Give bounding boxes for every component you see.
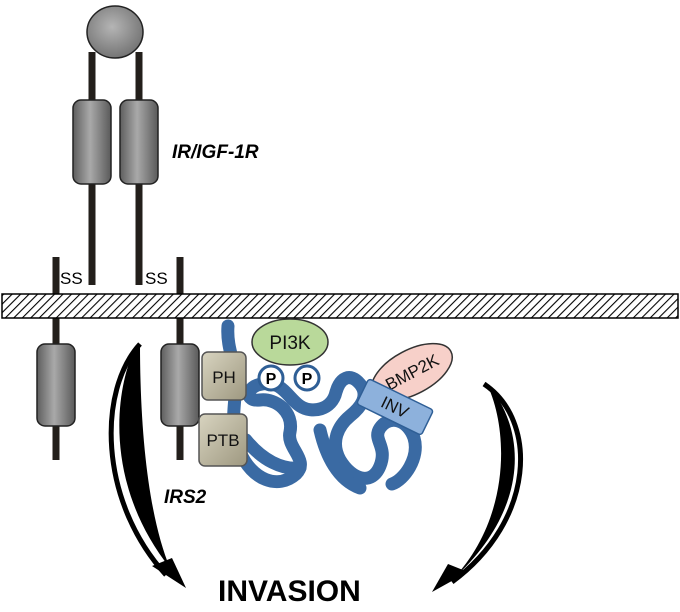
arrow-left — [108, 342, 186, 588]
receptor-domain-right — [119, 99, 159, 185]
irs2-label: IRS2 — [164, 487, 207, 508]
receptor-domain-left — [72, 99, 112, 185]
invasion-label: INVASION — [218, 575, 361, 607]
phosphate-2 — [293, 364, 321, 392]
ptb-domain — [198, 413, 248, 467]
pi3k-node — [251, 318, 329, 366]
disulfide-label-right: SS — [145, 269, 168, 288]
irs2-chain — [221, 319, 422, 495]
arrow-right — [432, 381, 523, 592]
ligand-ball — [86, 5, 144, 59]
phosphate-2-label: P — [302, 371, 313, 388]
inv-domain: INV — [356, 378, 434, 436]
ptb-label: PTB — [206, 431, 239, 450]
phosphate-1-label: P — [266, 371, 277, 388]
ph-label: PH — [212, 368, 236, 387]
disulfide-label-left: SS — [60, 269, 83, 288]
pi3k-label: PI3K — [269, 333, 311, 354]
receptor-kinase-right — [160, 343, 200, 427]
ph-domain — [201, 351, 247, 401]
cell-membrane — [1, 293, 679, 319]
phosphate-1 — [257, 364, 285, 392]
receptor-label: IR/IGF-1R — [172, 142, 259, 163]
receptor-kinase-left — [36, 343, 76, 427]
